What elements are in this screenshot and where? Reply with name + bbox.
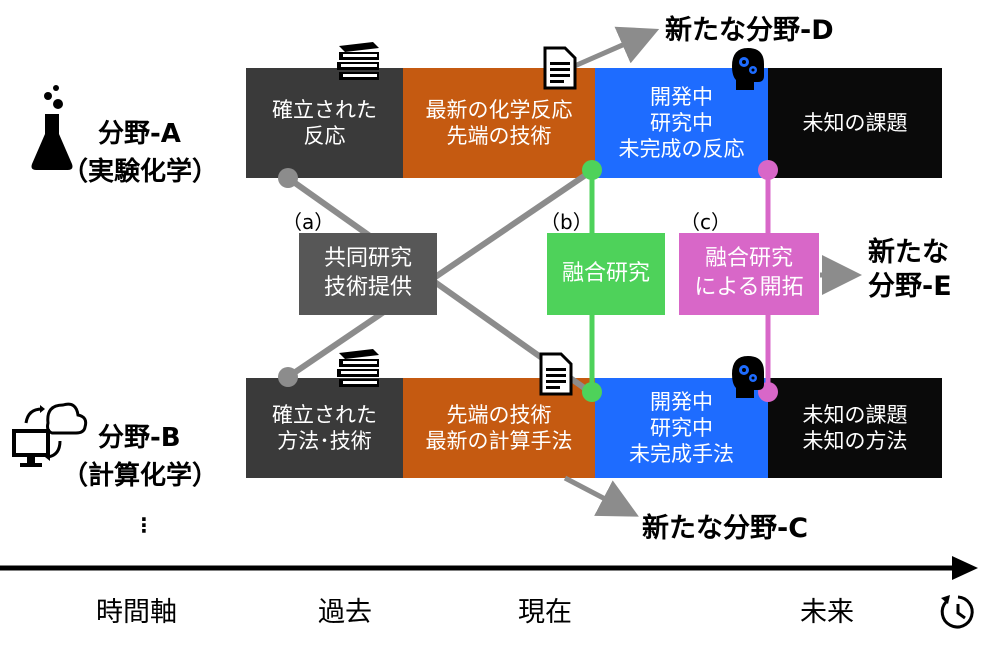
lane-a-established: 確立された 反応: [246, 68, 403, 178]
pioneer-box: 融合研究 による開拓: [679, 233, 819, 315]
clock-icon: [940, 595, 974, 629]
lane-b-unknown: 未知の課題 未知の方法: [768, 378, 942, 478]
ellipsis: ⋮: [134, 513, 154, 537]
field-b-sub: （計算化学）: [62, 461, 219, 491]
head-gears-icon: [732, 356, 764, 398]
lane-b-established: 確立された 方法･技術: [246, 378, 403, 478]
new-field-e: 新たな 分野-E: [868, 237, 952, 302]
axis-present: 現在: [518, 597, 572, 628]
tag-b: （b）: [540, 210, 593, 234]
new-field-c: 新たな分野-C: [642, 513, 809, 544]
connector-dot-a: [278, 168, 298, 188]
time-axis-arrowhead: [952, 556, 978, 580]
fusion-dot-bottom: [582, 382, 602, 402]
tag-a: （a）: [282, 210, 335, 234]
axis-label: 時間軸: [96, 597, 177, 628]
connector-b-up: [286, 169, 592, 380]
arrow-to-d: [568, 26, 660, 71]
cloud-computer-icon: [12, 402, 88, 467]
lane-b-recent: 先端の技術 最新の計算手法: [403, 378, 595, 478]
tag-c: （c）: [680, 210, 731, 234]
books-icon: [337, 349, 379, 387]
fusion-box: 融合研究: [547, 233, 665, 315]
books-icon: [337, 42, 379, 80]
head-gears-icon: [732, 48, 764, 90]
field-a-sub: （実験化学）: [62, 157, 219, 187]
lane-a-unknown: 未知の課題: [768, 68, 942, 178]
document-icon: [543, 46, 577, 90]
axis-past: 過去: [318, 597, 372, 628]
fusion-dot-top: [582, 160, 602, 180]
document-icon: [539, 352, 573, 396]
flask-icon: [31, 85, 73, 170]
arrow-to-c: [563, 475, 639, 517]
collab-box: 共同研究 技術提供: [299, 233, 437, 315]
field-b-name: 分野-B: [98, 423, 181, 453]
pioneer-dot-top: [758, 160, 778, 180]
axis-future: 未来: [800, 597, 854, 628]
field-a-name: 分野-A: [98, 119, 181, 149]
new-field-d: 新たな分野-D: [665, 15, 834, 46]
connector-dot-b: [278, 367, 298, 387]
